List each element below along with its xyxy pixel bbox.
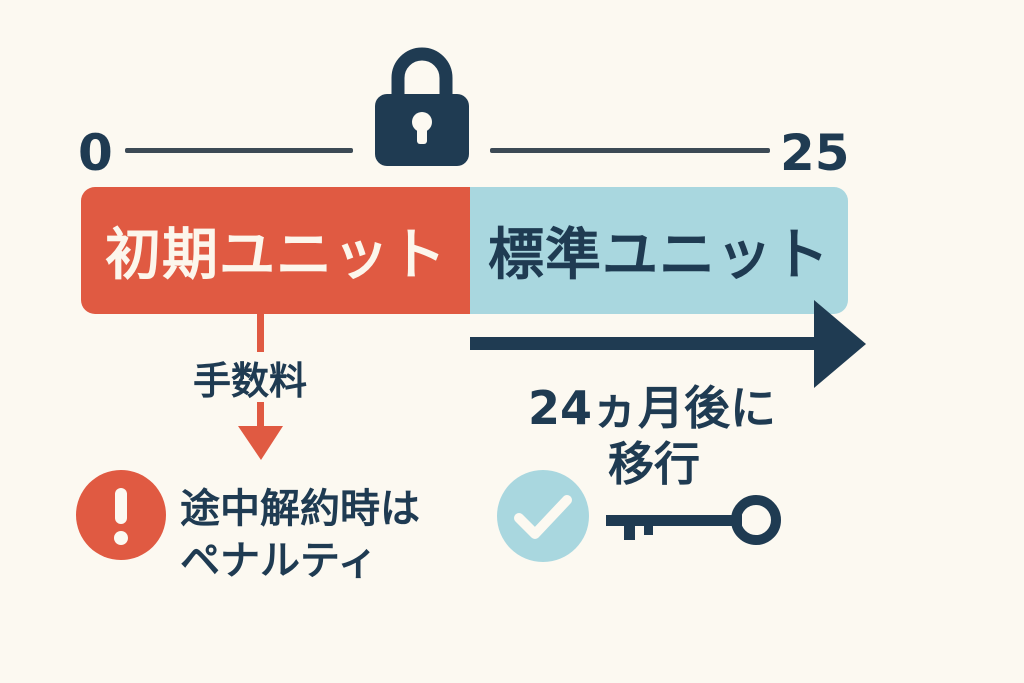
- transition-label-line2: 移行: [608, 437, 700, 491]
- scale-end-label: 25: [780, 124, 850, 182]
- standard-unit-label: 標準ユニット: [488, 223, 830, 288]
- scale-line-left: [125, 148, 353, 153]
- initial-unit-label: 初期ユニット: [105, 223, 447, 288]
- standard-unit-bar: 標準ユニット: [470, 187, 848, 314]
- arrow-right-icon: [470, 296, 870, 392]
- initial-unit-bar: 初期ユニット: [81, 187, 471, 314]
- transition-label-line1: 24ヵ月後に: [528, 381, 777, 435]
- exclamation-circle-icon: [76, 470, 166, 560]
- check-circle-icon: [497, 470, 589, 562]
- key-icon: [604, 494, 784, 550]
- fee-arrow-icon: [236, 314, 286, 462]
- lock-icon: [372, 38, 472, 168]
- scale-line-right: [490, 148, 770, 153]
- penalty-label-line1: 途中解約時は: [180, 486, 420, 532]
- fee-label: 手数料: [193, 359, 308, 403]
- scale-start-label: 0: [78, 124, 113, 182]
- penalty-label-line2: ペナルティ: [180, 538, 378, 584]
